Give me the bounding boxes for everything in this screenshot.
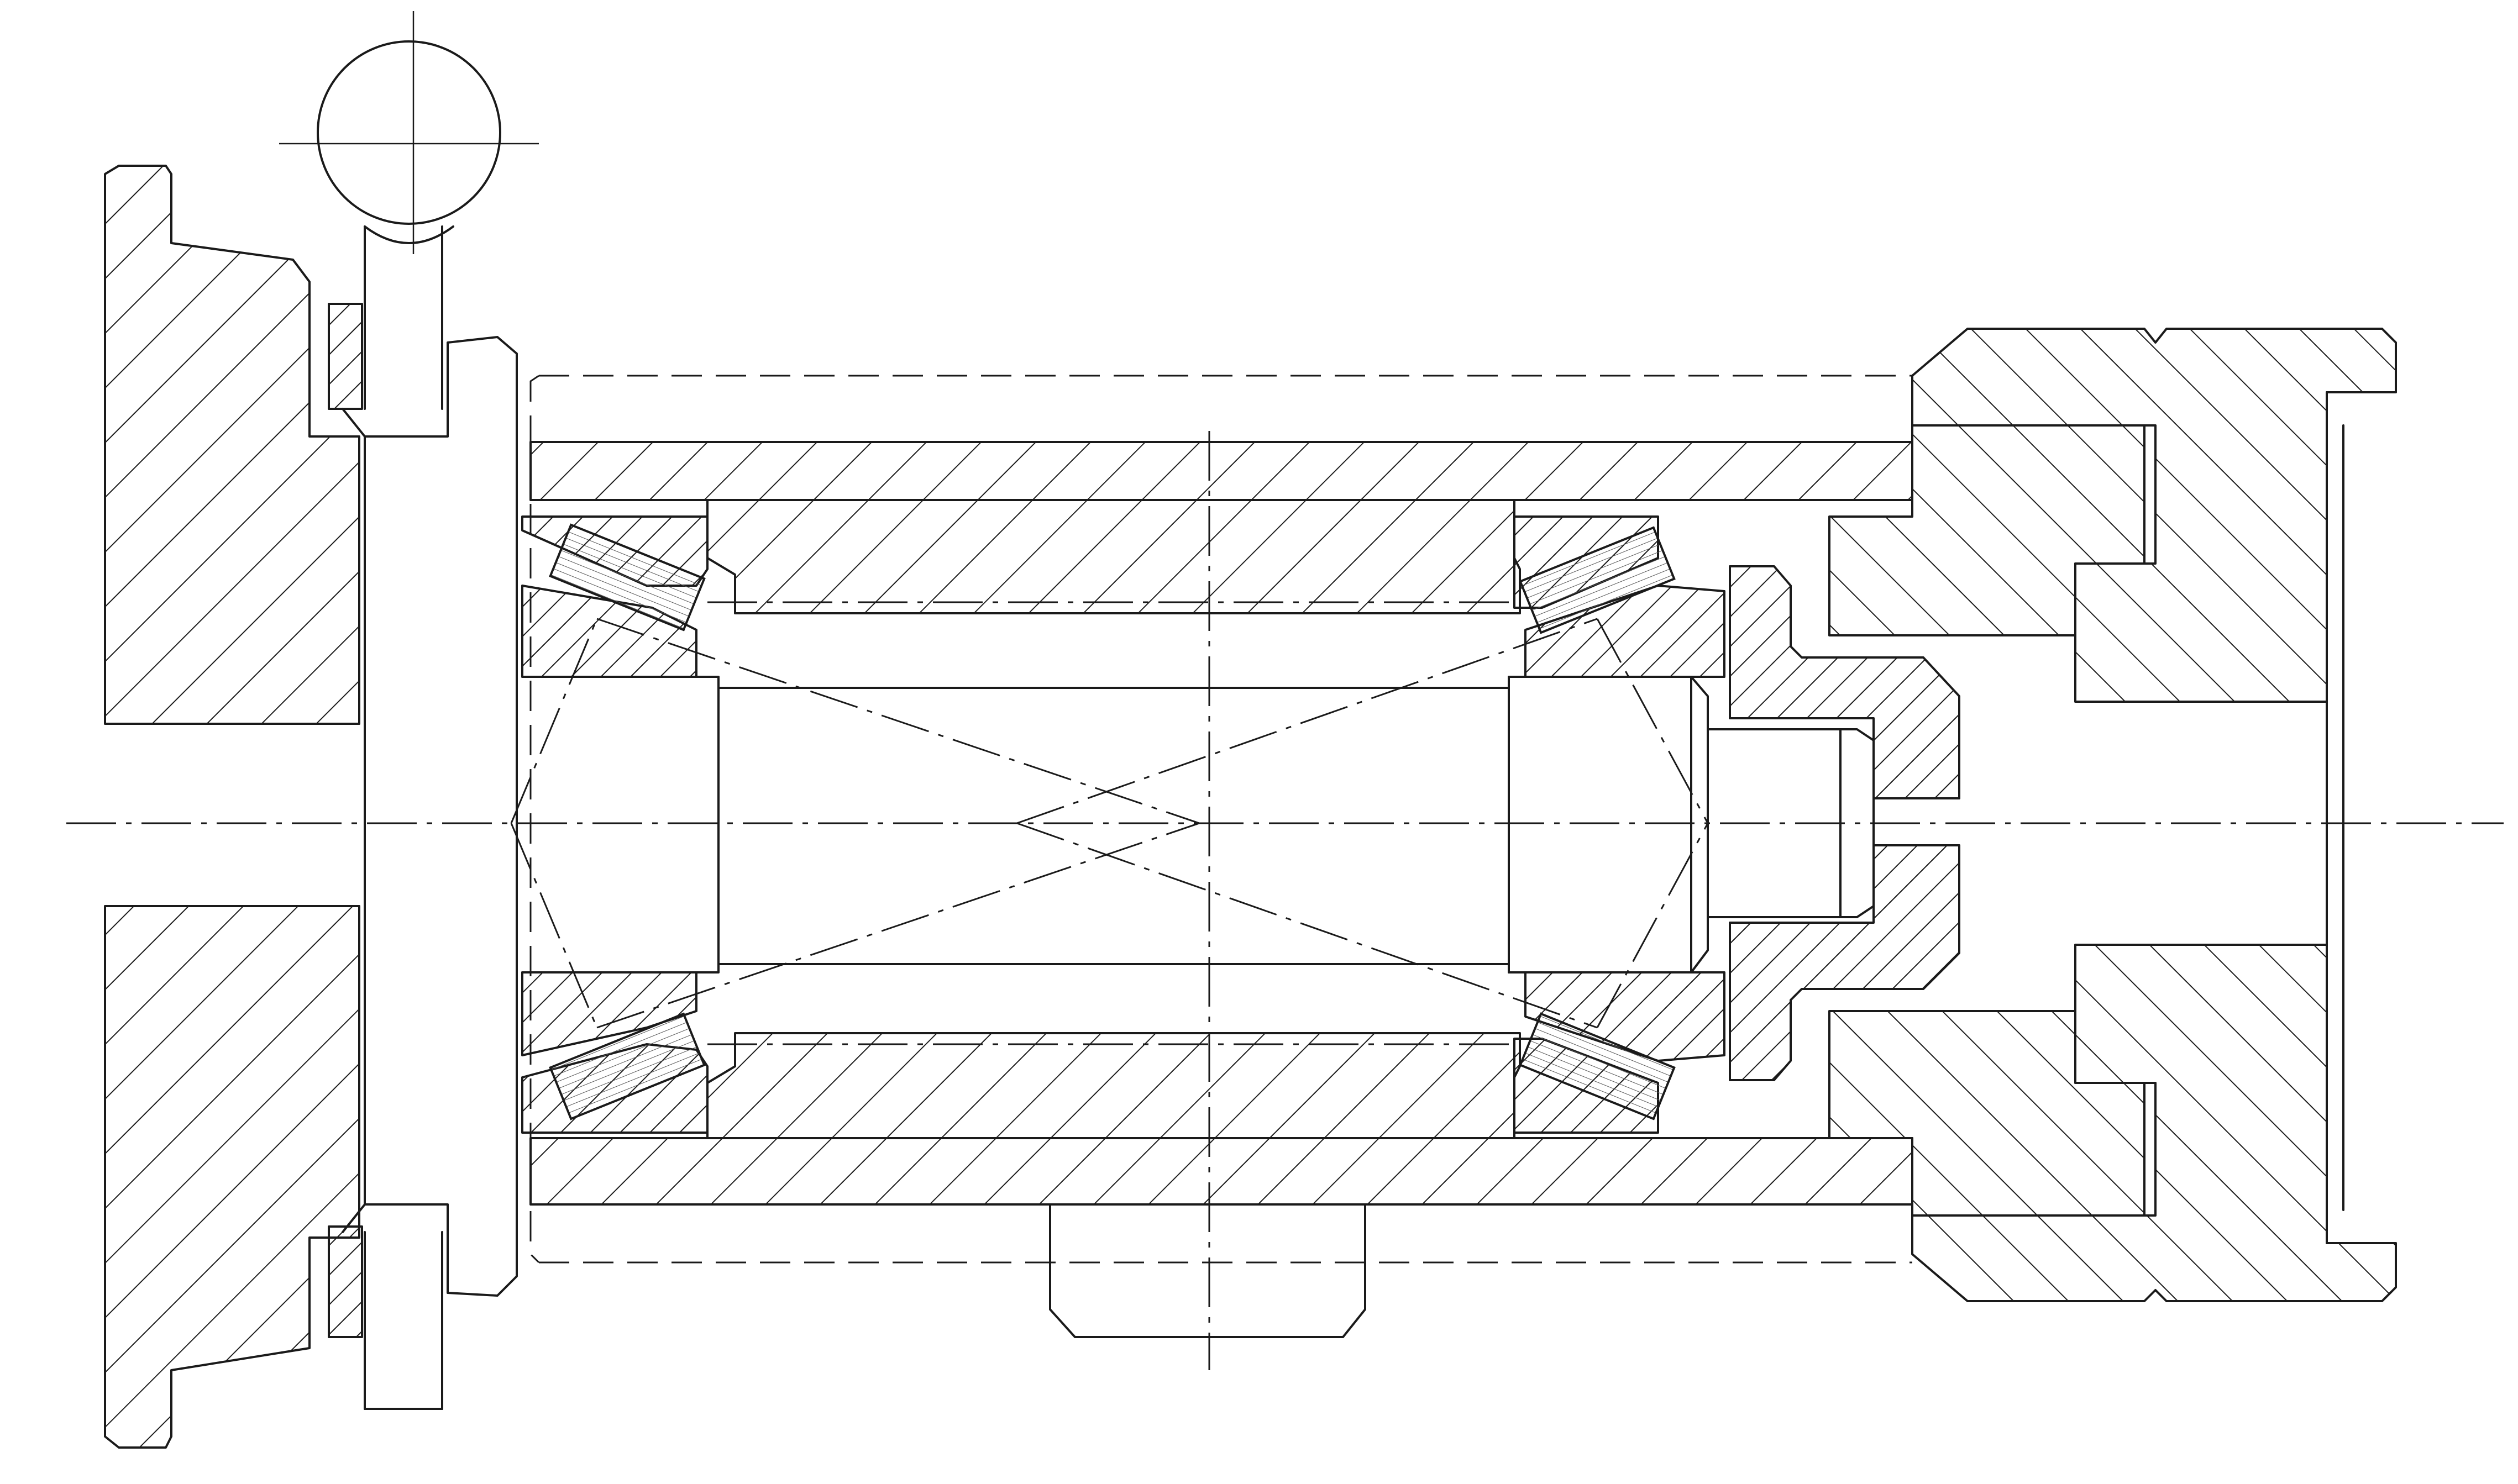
right-bearing-lower (1513, 971, 1725, 1134)
left-bearing-upper (521, 515, 709, 678)
outer-housing-outline (529, 375, 1912, 1264)
right-housing-upper (1828, 328, 2397, 703)
pressure-lines (510, 601, 1709, 1045)
central-shaft (521, 676, 1709, 973)
main-tube-upper (529, 441, 1913, 614)
left-flange (104, 165, 360, 1449)
main-tube-lower (529, 1032, 1913, 1206)
ball-handle (279, 11, 539, 1410)
mounting-foot (1049, 1203, 1366, 1338)
right-housing-lower (1828, 391, 2397, 1302)
left-seal-lower (328, 1225, 363, 1338)
left-seal-upper (328, 303, 363, 410)
thrust-disc (342, 336, 518, 1297)
right-bearing-upper (1513, 515, 1725, 678)
left-bearing-lower (521, 971, 709, 1134)
